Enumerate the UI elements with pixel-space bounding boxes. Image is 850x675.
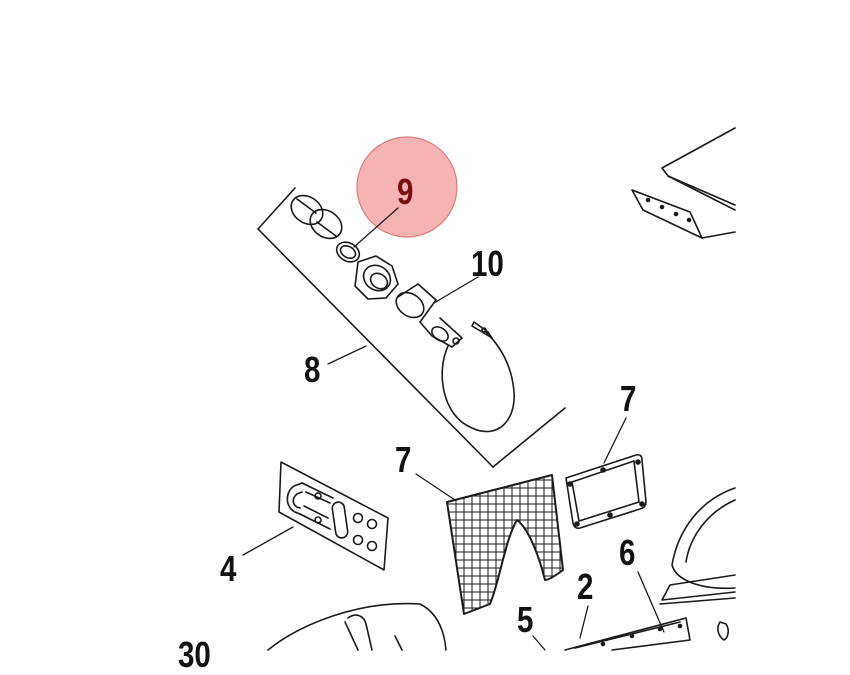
leader-lines bbox=[242, 207, 665, 651]
leader-2 bbox=[579, 605, 589, 639]
parts-diagram: 9 10 8 7 7 4 6 2 5 30 bbox=[178, 127, 736, 673]
leader-7a bbox=[415, 473, 456, 501]
top-right-panel bbox=[631, 127, 736, 239]
callout-9-highlight-circle[interactable] bbox=[356, 136, 458, 238]
housing-dome bbox=[659, 487, 736, 641]
callout-5[interactable]: 5 bbox=[517, 599, 534, 640]
leader-5 bbox=[532, 635, 546, 651]
callout-9[interactable]: 9 bbox=[397, 171, 414, 212]
base-rails bbox=[564, 617, 691, 651]
cap-part bbox=[395, 283, 515, 433]
callout-30[interactable]: 30 bbox=[178, 634, 211, 675]
lower-housing bbox=[267, 602, 447, 651]
kit-8-bracket bbox=[257, 187, 566, 468]
callout-8[interactable]: 8 bbox=[304, 349, 321, 390]
u-bolt-kit bbox=[278, 461, 389, 571]
leader-4 bbox=[242, 526, 294, 556]
parts-drawing bbox=[242, 127, 736, 651]
callout-4[interactable]: 4 bbox=[220, 548, 237, 589]
leader-7b bbox=[603, 417, 627, 464]
callout-2[interactable]: 2 bbox=[577, 566, 594, 607]
gasket-plate bbox=[565, 453, 647, 530]
hex-nut-part bbox=[354, 255, 399, 300]
sleeve-part bbox=[290, 194, 343, 240]
leader-9 bbox=[353, 207, 399, 248]
callout-10[interactable]: 10 bbox=[471, 243, 504, 284]
callout-6[interactable]: 6 bbox=[619, 532, 636, 573]
callout-7-gasket[interactable]: 7 bbox=[620, 378, 637, 419]
mesh-screen bbox=[446, 474, 564, 615]
leader-6 bbox=[637, 571, 665, 633]
callout-7-mesh[interactable]: 7 bbox=[395, 439, 412, 480]
leader-10 bbox=[433, 276, 479, 304]
o-ring-part bbox=[335, 241, 361, 263]
leader-8 bbox=[327, 345, 367, 365]
